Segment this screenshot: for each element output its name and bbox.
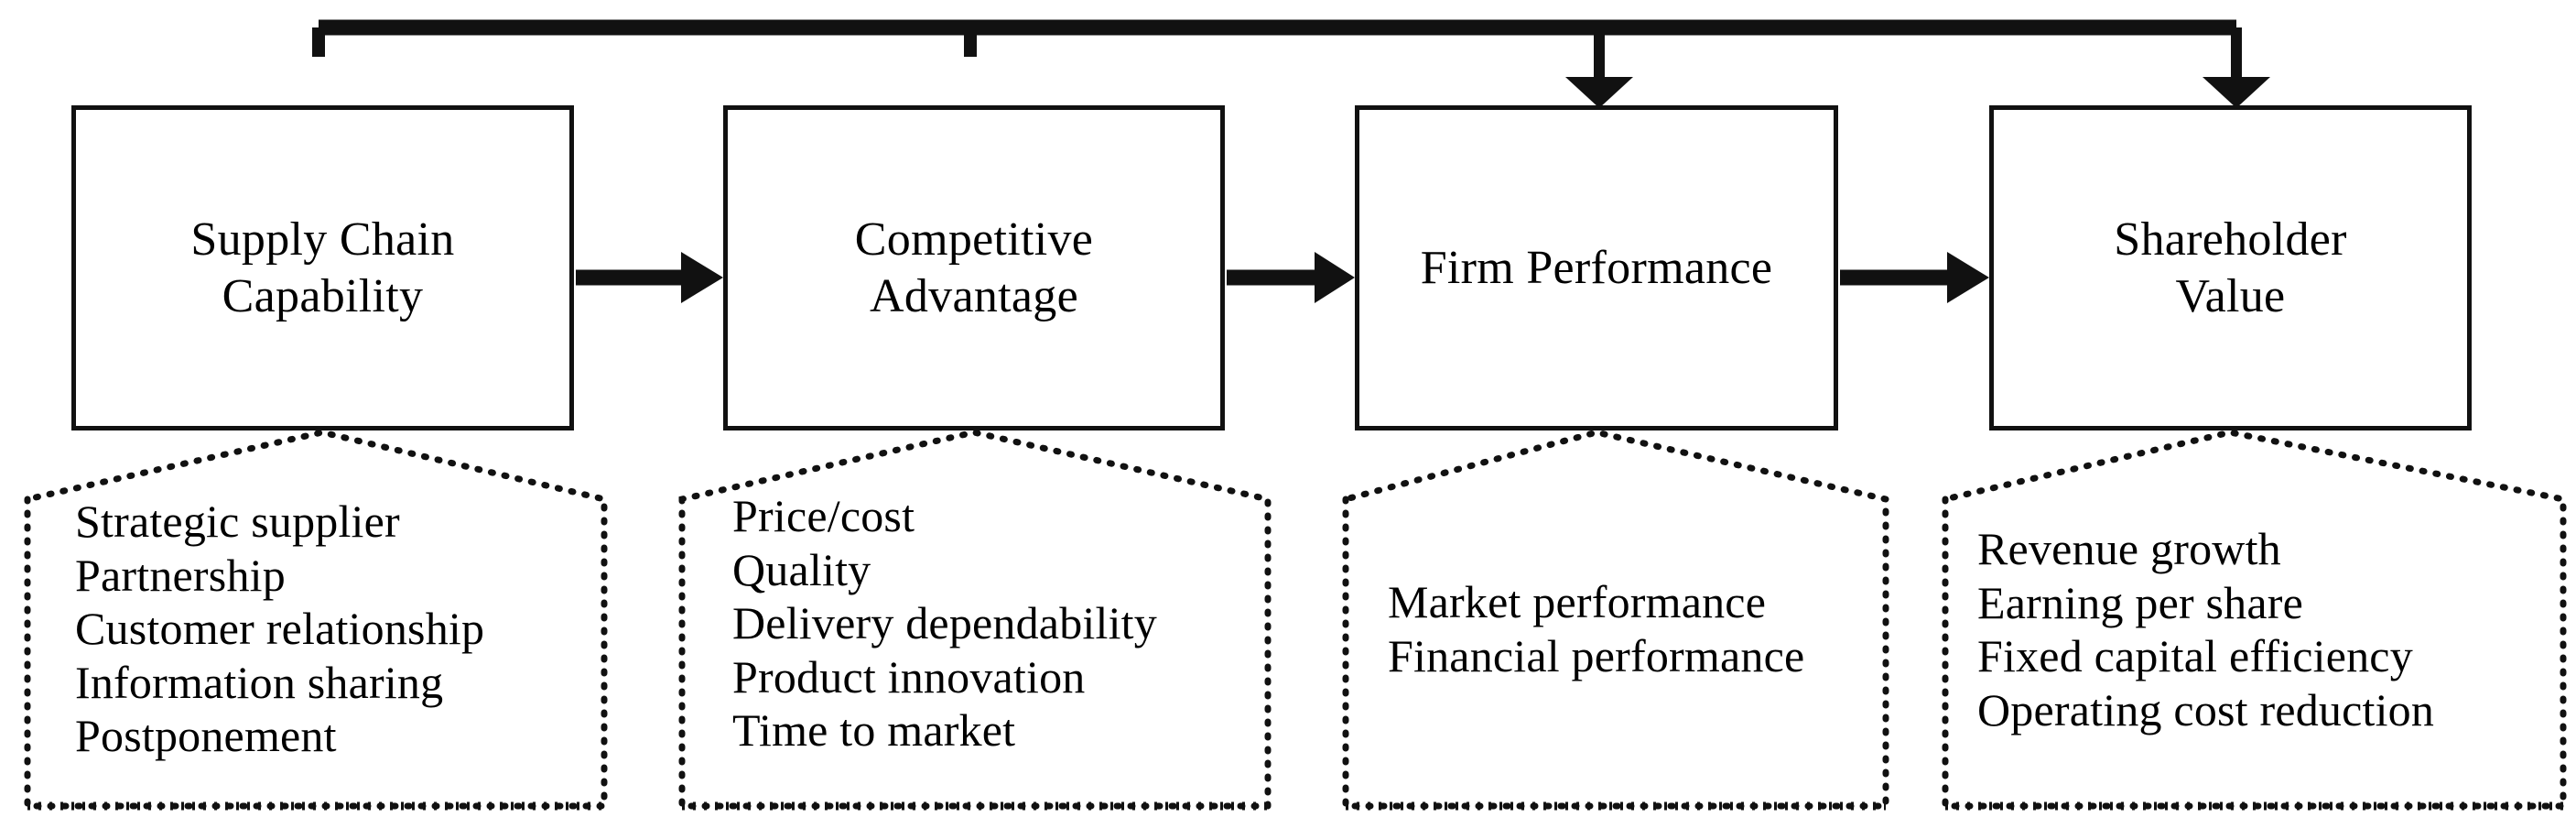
overhead-arrow-to-firm-performance	[1565, 27, 1633, 108]
node-shareholder-value[interactable]: Shareholder Value	[1989, 105, 2472, 430]
house-items-supply-chain-capability: Strategic supplier Partnership Customer …	[75, 496, 485, 761]
node-firm-performance[interactable]: Firm Performance	[1355, 105, 1838, 430]
chain-arrow-firm-to-shareholder	[1840, 252, 1989, 303]
node-title-competitive-advantage: Competitive Advantage	[854, 213, 1094, 322]
house-items-firm-performance: Market performance Financial performance	[1388, 576, 1805, 681]
house-outline-shareholder	[1942, 429, 2567, 810]
overhead-bus	[312, 19, 2236, 57]
house-items-shareholder-value: Revenue growth Earning per share Fixed c…	[1977, 523, 2435, 735]
chain-arrow-supply-to-competitive	[576, 252, 723, 303]
node-supply-chain-capability[interactable]: Supply Chain Capability	[71, 105, 574, 430]
chain-arrow-competitive-to-firm	[1227, 252, 1355, 303]
node-title-supply-chain-capability: Supply Chain Capability	[190, 213, 455, 322]
overhead-arrow-to-shareholder-value	[2203, 27, 2270, 108]
node-competitive-advantage[interactable]: Competitive Advantage	[723, 105, 1225, 430]
node-title-firm-performance: Firm Performance	[1420, 241, 1773, 294]
house-outline-firm-performance	[1342, 429, 1889, 810]
node-title-shareholder-value: Shareholder Value	[2114, 213, 2347, 322]
house-outline-competitive	[678, 429, 1272, 810]
house-items-competitive-advantage: Price/cost Quality Delivery dependabilit…	[732, 490, 1157, 756]
